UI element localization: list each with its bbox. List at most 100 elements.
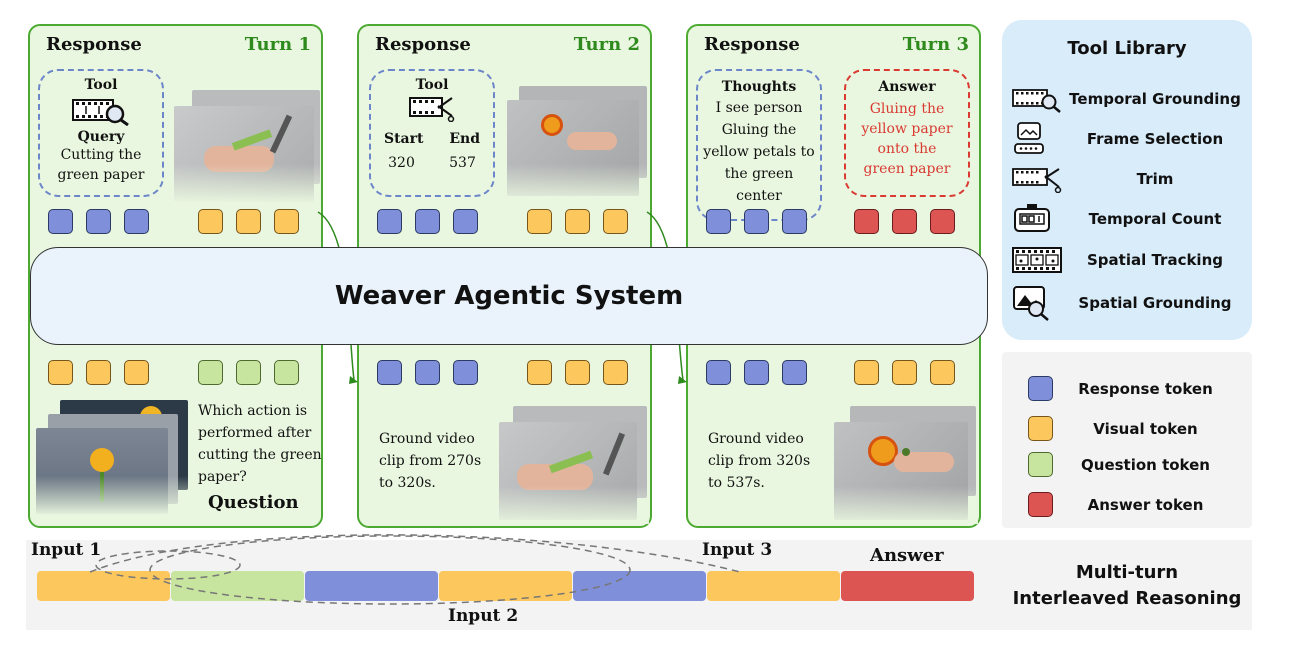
turn-3-response-tokens (706, 209, 807, 234)
tool-item-temporal-count: Temporal Count (1012, 204, 1248, 234)
input-3-label: Input 3 (702, 540, 773, 560)
tool-item-frame-selection: Frame Selection (1012, 121, 1248, 157)
question-token (236, 360, 261, 385)
turn-1-response-frames (174, 90, 320, 202)
tool-library-title: Tool Library (1067, 38, 1187, 59)
film-magnifier-icon (1012, 85, 1062, 113)
turn-1-input-frames (34, 400, 190, 514)
legend-swatch (1028, 416, 1053, 441)
answer-text: Gluing the yellow paper onto the green p… (861, 101, 953, 177)
legend-item-answer: Answer token (1028, 492, 1238, 517)
turn-2-input-visual-tokens (527, 360, 628, 385)
turn-3-input-response-tokens (706, 360, 807, 385)
input-1-label: Input 1 (31, 540, 102, 560)
film-tracking-icon (1012, 246, 1062, 274)
sequence-segment (439, 571, 572, 601)
response-token (377, 360, 402, 385)
turn-2-input-text: Ground video clip from 270s to 320s. (379, 431, 482, 491)
turn-3-input-visual-tokens (854, 360, 955, 385)
visual-token (603, 209, 628, 234)
turn-1-response-title: Response (46, 34, 142, 55)
visual-token (48, 360, 73, 385)
turn-1-label: Turn 1 (244, 34, 311, 55)
turn-2-tool-box: Tool Start End 320 537 (369, 69, 495, 197)
sequence-segment (171, 571, 304, 601)
visual-token (236, 209, 261, 234)
sequence-segment (37, 571, 170, 601)
end-value: 537 (449, 155, 476, 171)
legend-label: Question token (1081, 455, 1210, 474)
thoughts-title: Thoughts (721, 79, 797, 95)
multi-turn-caption: Multi-turn Interleaved Reasoning (1012, 560, 1242, 612)
turn-3-input-frames (826, 406, 978, 524)
film-scissors-icon (371, 93, 493, 123)
system-title: Weaver Agentic System (334, 281, 684, 311)
turn-3-response-title: Response (704, 34, 800, 55)
caption-line-1: Multi-turn (1075, 562, 1179, 583)
legend-swatch (1028, 452, 1053, 477)
caption-line-2: Interleaved Reasoning (1012, 588, 1242, 609)
sequence-segment (707, 571, 840, 601)
response-token (453, 209, 478, 234)
tool-title: Tool (84, 77, 118, 93)
tool-name: Spatial Tracking (1087, 251, 1223, 269)
tool-name: Temporal Count (1088, 210, 1222, 228)
turn-3-label: Turn 3 (902, 34, 969, 55)
response-token (706, 209, 731, 234)
turn-1-response-tokens (48, 209, 149, 234)
legend-label: Answer token (1087, 495, 1204, 514)
tool-title: Tool (415, 77, 449, 93)
end-label: End (449, 131, 481, 147)
turn-2-response-title: Response (375, 34, 471, 55)
turn-3-input-text: Ground video clip from 320s to 537s. (708, 431, 811, 491)
token-legend-panel: Response token Visual token Question tok… (1002, 352, 1252, 528)
weaver-agentic-system-bar: Weaver Agentic System (30, 247, 988, 345)
question-text: Which action is performed after cutting … (198, 403, 322, 485)
answer-label: Answer (870, 545, 944, 566)
input-2-label: Input 2 (448, 606, 519, 626)
tool-item-trim: Trim (1012, 164, 1248, 194)
film-scissors-icon (1012, 165, 1062, 193)
question-label: Question (208, 492, 299, 513)
visual-token (124, 360, 149, 385)
legend-label: Visual token (1093, 419, 1198, 438)
turn-1-question-tokens (198, 360, 299, 385)
visual-token (198, 209, 223, 234)
legend-item-response: Response token (1028, 376, 1238, 401)
answer-token (854, 209, 879, 234)
turn-1-input-visual-tokens (48, 360, 149, 385)
start-value: 320 (388, 155, 415, 171)
question-token (198, 360, 223, 385)
answer-token (930, 209, 955, 234)
turn-1-tool-box: Tool Query Cutting the green paper (38, 69, 164, 197)
turn-3-thoughts-box: Thoughts I see person Gluing the yellow … (696, 69, 822, 221)
visual-token (930, 360, 955, 385)
tool-item-temporal-grounding: Temporal Grounding (1012, 84, 1248, 114)
visual-token (892, 360, 917, 385)
response-token (744, 209, 769, 234)
visual-token (86, 360, 111, 385)
response-token (48, 209, 73, 234)
tool-name: Spatial Grounding (1078, 294, 1232, 312)
sequence-segment (841, 571, 974, 601)
tool-library-panel: Tool Library Temporal Grounding Frame Se… (1002, 20, 1252, 340)
query-title: Query (77, 129, 125, 145)
answer-token (892, 209, 917, 234)
response-token (124, 209, 149, 234)
turn-2-input-frames (497, 406, 649, 524)
visual-token (854, 360, 879, 385)
response-token (415, 209, 440, 234)
turn-3-answer-box: Answer Gluing the yellow paper onto the … (844, 69, 970, 197)
turn-2-visual-tokens (527, 209, 628, 234)
visual-token (527, 360, 552, 385)
turn-3-answer-tokens (854, 209, 955, 234)
question-token (274, 360, 299, 385)
tool-name: Temporal Grounding (1069, 90, 1241, 108)
legend-swatch (1028, 492, 1053, 517)
response-token (377, 209, 402, 234)
legend-item-question: Question token (1028, 452, 1238, 477)
response-token (782, 360, 807, 385)
frame-select-icon (1012, 121, 1062, 157)
response-token (744, 360, 769, 385)
response-token (86, 209, 111, 234)
